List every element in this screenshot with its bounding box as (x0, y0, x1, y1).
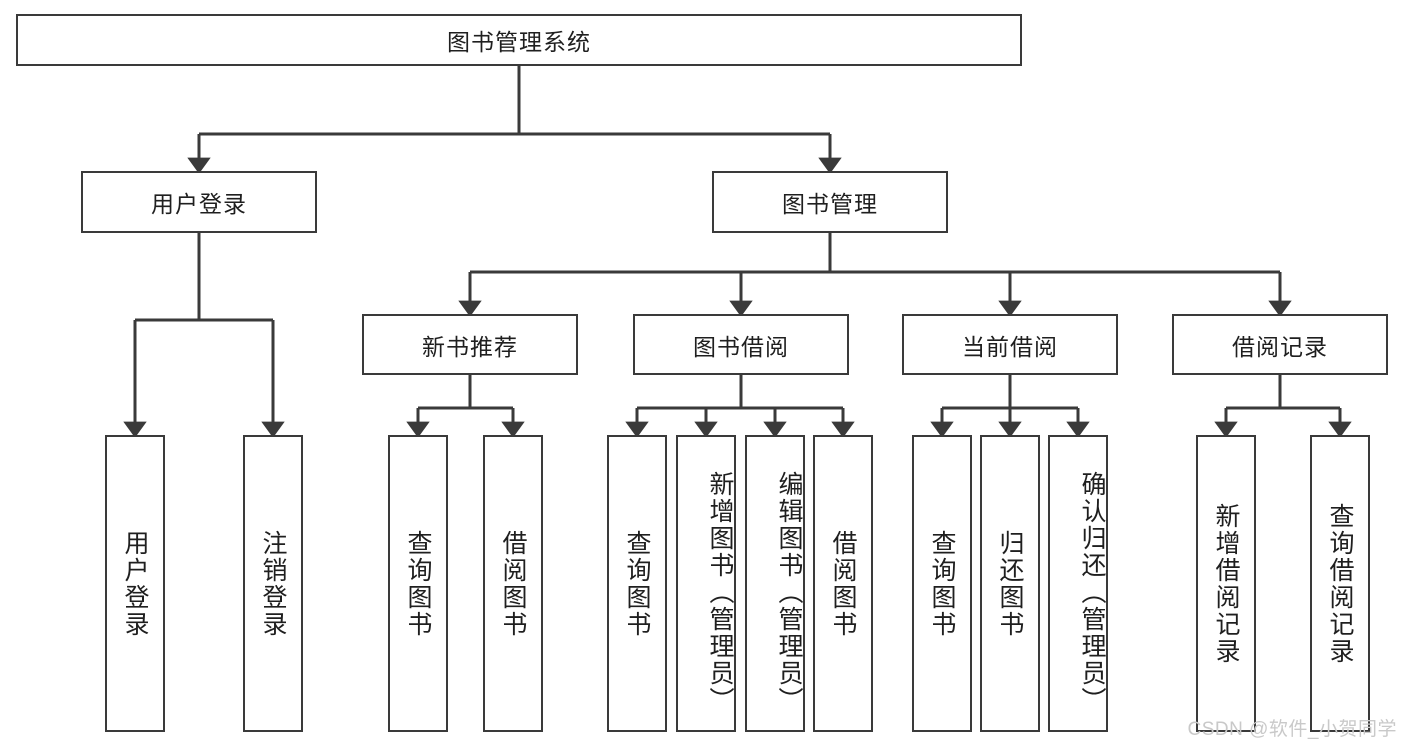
node-root-book-management-system[interactable]: 图书管理系统 (16, 14, 1022, 66)
leaf-user-login[interactable]: 用户登录 (105, 435, 165, 732)
leaf-query-book-newbook[interactable]: 查询图书 (388, 435, 448, 732)
node-book-borrowing[interactable]: 图书借阅 (633, 314, 849, 375)
node-borrowing-record[interactable]: 借阅记录 (1172, 314, 1388, 375)
node-current-borrowing[interactable]: 当前借阅 (902, 314, 1118, 375)
leaf-borrow-book-borrowing[interactable]: 借阅图书 (813, 435, 873, 732)
leaf-add-book-admin[interactable]: 新增图书（管理员） (676, 435, 736, 732)
leaf-query-book-current[interactable]: 查询图书 (912, 435, 972, 732)
leaf-add-borrow-record[interactable]: 新增借阅记录 (1196, 435, 1256, 732)
node-book-management[interactable]: 图书管理 (712, 171, 948, 233)
watermark-credit: CSDN @软件_小贺同学 (1187, 719, 1397, 740)
node-new-book-recommendation[interactable]: 新书推荐 (362, 314, 578, 375)
leaf-edit-book-admin[interactable]: 编辑图书（管理员） (745, 435, 805, 732)
leaf-query-borrow-record[interactable]: 查询借阅记录 (1310, 435, 1370, 732)
leaf-return-book[interactable]: 归还图书 (980, 435, 1040, 732)
leaf-borrow-book-newbook[interactable]: 借阅图书 (483, 435, 543, 732)
leaf-logout[interactable]: 注销登录 (243, 435, 303, 732)
leaf-confirm-return-admin[interactable]: 确认归还（管理员） (1048, 435, 1108, 732)
node-user-login[interactable]: 用户登录 (81, 171, 317, 233)
leaf-query-book-borrowing[interactable]: 查询图书 (607, 435, 667, 732)
